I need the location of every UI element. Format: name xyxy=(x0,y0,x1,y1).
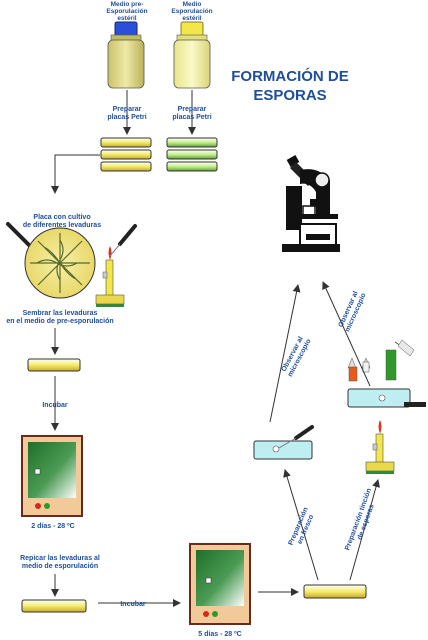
incubate-label-2: Incubar xyxy=(120,601,146,608)
bunsen-burner-lower-icon xyxy=(365,420,395,474)
bottle-right-label-3: estéril xyxy=(182,15,201,22)
sow-label-1: Sembrar las levaduras xyxy=(23,310,98,317)
plate-stack-pre-sporulation xyxy=(100,137,152,172)
bottle-right-label-2: Esporulación xyxy=(171,8,212,15)
stain-slide xyxy=(347,388,426,408)
title-line-1: FORMACIÓN DE xyxy=(231,67,349,85)
incubate-conditions-1: 2 días - 28 ºC xyxy=(31,523,74,530)
plate-sporulation-1 xyxy=(21,599,87,613)
replate-label-1: Repicar las levaduras al xyxy=(20,555,100,562)
incubated-plate-2 xyxy=(189,543,251,625)
replate-label-2: medio de esporulación xyxy=(22,563,98,570)
incubate-conditions-2: 5 días - 28 ºC xyxy=(198,631,241,638)
bottle-pre-sporulation xyxy=(107,21,145,89)
sow-label-2: en el medio de pre-esporulación xyxy=(6,318,113,325)
title-line-2: ESPORAS xyxy=(253,87,326,104)
prepare-right-label-2: placas Petri xyxy=(172,114,211,121)
fresh-slide xyxy=(253,425,314,460)
prepare-right-label-1: Preparar xyxy=(178,106,207,113)
arrow-to-fresh-prep xyxy=(283,469,319,581)
microscope-icon xyxy=(282,155,340,252)
plate-culture-label-2: de diferentes levaduras xyxy=(23,222,101,229)
bottle-left-label-2: Esporulación xyxy=(106,8,147,15)
bottle-right-label-1: Medio xyxy=(183,1,202,8)
incubate-label-1: Incubar xyxy=(42,402,68,409)
stain-bottles-icon xyxy=(347,339,415,382)
plate-culture-label-1: Placa con cultivo xyxy=(33,214,90,221)
bottle-left-label-1: Medio pre- xyxy=(111,1,144,8)
bottle-sporulation xyxy=(173,21,211,89)
inoculation-loop-right-icon xyxy=(109,224,137,257)
arrow-plates-to-culture xyxy=(51,154,100,194)
arrow-to-stain-prep xyxy=(349,479,380,581)
arrow-fresh-to-microscope xyxy=(269,284,301,423)
culture-petri-dish xyxy=(24,227,96,299)
plate-pre-sporulation xyxy=(27,358,81,372)
prepare-left-label-2: placas Petri xyxy=(107,114,146,121)
incubated-plate-1 xyxy=(21,435,83,517)
prepare-left-label-1: Preparar xyxy=(113,106,142,113)
plate-stack-sporulation xyxy=(166,137,218,172)
plate-sporulated xyxy=(303,584,367,599)
arrow-stain-to-microscope xyxy=(322,281,371,387)
bottle-left-label-3: estéril xyxy=(117,15,136,22)
bunsen-burner-icon xyxy=(95,246,125,307)
